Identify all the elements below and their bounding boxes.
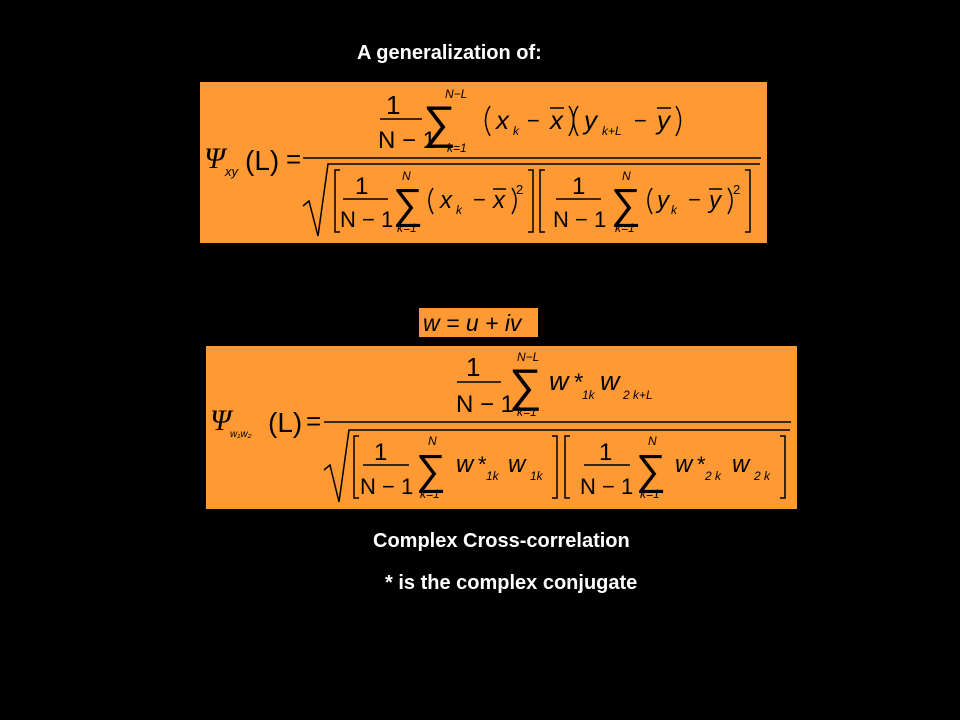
denom2-summation-sign: ∑ — [636, 446, 666, 493]
x-subscript: k — [513, 124, 520, 138]
denom1-w-conjugate: w — [456, 451, 475, 478]
sum-lower-limit: k=1 — [517, 405, 537, 419]
denom2-n-minus-1: N − 1 — [553, 207, 606, 232]
summation-sign: ∑ — [423, 96, 456, 148]
denom2-sum-upper: N — [648, 434, 657, 448]
square-root-sign — [302, 163, 760, 237]
denom2-summation-sign: ∑ — [611, 180, 641, 227]
denom2-square: 2 — [733, 182, 740, 197]
numerator-one: 1 — [386, 90, 400, 120]
denom2-minus: − — [688, 187, 701, 212]
complex-cross-correlation-equation: Ψ w₁w₂ (L) = 1 N − 1 N−L ∑ k=1 w * 1k w … — [206, 346, 797, 509]
denom1-sum-upper: N — [428, 434, 437, 448]
w-conjugate: w — [549, 366, 570, 396]
sum-lower-limit: k=1 — [447, 141, 467, 155]
denom1-one: 1 — [355, 173, 368, 200]
denom1-w: w — [508, 451, 527, 478]
denom2-paren-close — [727, 187, 733, 215]
denom2-y-mean: y — [707, 187, 723, 214]
w-definition-text: w = u + iv — [423, 310, 523, 336]
lag-argument: (L) — [268, 407, 302, 438]
denom1-sum-lower: k=1 — [420, 487, 440, 501]
denom1-square: 2 — [516, 182, 523, 197]
denom2-sum-lower: k=1 — [615, 221, 635, 235]
denom1-summation-sign: ∑ — [393, 180, 423, 227]
bracket-1-close — [552, 435, 558, 499]
denom2-w: w — [732, 451, 751, 478]
denom1-n-minus-1: N − 1 — [340, 207, 393, 232]
numerator-n-minus-1: N − 1 — [378, 127, 436, 154]
x-mean: x — [548, 105, 564, 135]
denom2-one: 1 — [572, 173, 585, 200]
denom1-w-sub: 1k — [530, 469, 544, 483]
denom1-w-conjugate-sub: 1k — [486, 469, 500, 483]
paren-open — [484, 105, 491, 137]
bracket-1-open — [334, 169, 340, 233]
conjugate-star: * — [574, 369, 583, 396]
numerator-n-minus-1: N − 1 — [456, 391, 514, 418]
w2-subscript: 2 k+L — [622, 388, 653, 402]
paren-open-2 — [572, 105, 579, 137]
psi-subscript: xy — [224, 164, 240, 179]
slide-title: A generalization of: — [357, 42, 542, 64]
y-subscript: k+L — [602, 124, 622, 138]
bracket-2-open — [539, 169, 545, 233]
w2-variable: w — [600, 366, 621, 396]
cross-correlation-equation: Ψ xy (L) = 1 N − 1 N−L ∑ k=1 x k − x y k… — [200, 82, 767, 243]
complex-variable-definition: w = u + iv — [419, 308, 538, 337]
denom1-paren-open — [428, 187, 434, 215]
denom2-w-sub: 2 k — [753, 469, 771, 483]
lag-argument: (L) — [245, 145, 279, 176]
w1-subscript: 1k — [582, 388, 596, 402]
denom2-w-conjugate: w — [675, 451, 694, 478]
square-root-sign — [323, 429, 790, 503]
bracket-1-open — [353, 435, 359, 499]
minus-sign: − — [527, 108, 540, 133]
sum-upper-limit: N−L — [517, 350, 539, 364]
denom1-one: 1 — [374, 439, 387, 466]
bracket-1-close — [528, 169, 534, 233]
psi-symbol: Ψ — [210, 404, 234, 437]
denom2-star: * — [697, 452, 706, 477]
denom2-paren-open — [647, 187, 653, 215]
y-variable: y — [582, 105, 599, 135]
equals-sign: = — [306, 406, 321, 436]
denom1-n-minus-1: N − 1 — [360, 474, 413, 499]
denom1-minus: − — [473, 187, 486, 212]
denom1-paren-close — [511, 187, 517, 215]
denom2-n-minus-1: N − 1 — [580, 474, 633, 499]
denom1-x-mean: x — [492, 187, 506, 214]
complex-conjugate-note: * is the complex conjugate — [385, 572, 638, 594]
denom1-summation-sign: ∑ — [416, 446, 446, 493]
psi-subscript: w₁w₂ — [230, 429, 252, 440]
x-variable: x — [494, 105, 510, 135]
denom1-star: * — [478, 452, 487, 477]
complex-cross-correlation-caption: Complex Cross-correlation — [373, 530, 630, 552]
y-mean: y — [655, 105, 672, 135]
denom2-w-conjugate-sub: 2 k — [704, 469, 722, 483]
minus-sign-2: − — [634, 108, 647, 133]
bracket-2-close — [745, 169, 751, 233]
sum-upper-limit: N−L — [445, 87, 467, 101]
equals-sign: = — [286, 144, 301, 174]
denom2-one: 1 — [599, 439, 612, 466]
psi-symbol: Ψ — [204, 142, 228, 175]
bracket-2-close — [780, 435, 786, 499]
denom2-sum-upper: N — [622, 169, 631, 183]
denom2-sum-lower: k=1 — [640, 487, 660, 501]
denom1-x-sub: k — [456, 203, 463, 217]
denom1-sum-upper: N — [402, 169, 411, 183]
denom1-sum-lower: k=1 — [397, 221, 417, 235]
paren-close-2 — [675, 105, 682, 137]
denom1-x: x — [439, 187, 453, 214]
denom2-y-sub: k — [671, 203, 678, 217]
numerator-one: 1 — [466, 352, 480, 382]
summation-sign: ∑ — [509, 359, 542, 411]
bracket-2-open — [564, 435, 570, 499]
denom2-y: y — [655, 187, 671, 214]
